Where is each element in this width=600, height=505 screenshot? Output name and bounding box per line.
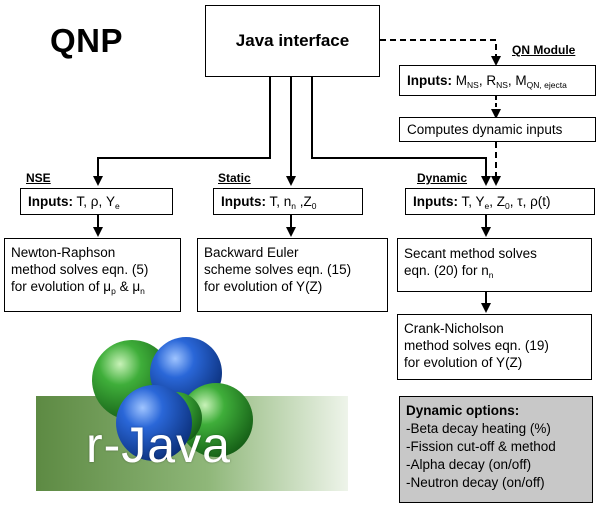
nse-mu-p: for evolution of μ bbox=[11, 279, 112, 294]
static-label: Static bbox=[218, 171, 251, 185]
nse-inputs-values: T, ρ, Y bbox=[76, 194, 115, 209]
arrow-java-qn bbox=[380, 39, 501, 66]
static-input-z: ,Z bbox=[296, 194, 312, 209]
static-sub-0: 0 bbox=[311, 201, 317, 211]
arrow-java-nse bbox=[93, 77, 271, 186]
option-neutron-decay: -Neutron decay (on/off) bbox=[406, 475, 545, 490]
qn-sub-ns: NS bbox=[467, 80, 479, 90]
static-method-box: Backward Euler scheme solves eqn. (15) f… bbox=[197, 238, 388, 312]
qn-module-label: QN Module bbox=[512, 43, 576, 57]
static-method-line-2: scheme solves eqn. (15) bbox=[204, 262, 352, 277]
static-method-line-1: Backward Euler bbox=[204, 245, 299, 260]
dynamic-inputs-box: Inputs: T, Ye, Z0, τ, ρ(t) bbox=[405, 188, 595, 215]
dynamic-options-box: Dynamic options: -Beta decay heating (%)… bbox=[399, 396, 593, 503]
option-alpha-decay: -Alpha decay (on/off) bbox=[406, 457, 532, 472]
qn-input-mqn: , M bbox=[507, 73, 527, 88]
nse-method-line-3: for evolution of μp & μn bbox=[11, 278, 180, 295]
static-method-line-3: for evolution of Y(Z) bbox=[204, 279, 323, 294]
dynamic-input-rest: , τ, ρ(t) bbox=[509, 194, 551, 209]
qn-sub-ejecta: QN, ejecta bbox=[526, 80, 567, 90]
nse-mu-n: & μ bbox=[115, 279, 141, 294]
r-java-logo: r-Java bbox=[36, 318, 348, 503]
nse-inputs-label: Inputs: bbox=[28, 194, 73, 209]
dynamic-options-title: Dynamic options: bbox=[406, 403, 520, 418]
nse-sub-n: n bbox=[140, 286, 145, 296]
crank-line-2: method solves eqn. (19) bbox=[404, 338, 549, 353]
dynamic-inputs-label: Inputs: bbox=[413, 194, 458, 209]
static-inputs-label: Inputs: bbox=[221, 194, 266, 209]
dynamic-input-z: , Z bbox=[489, 194, 506, 209]
crank-line-1: Crank-Nicholson bbox=[404, 321, 504, 336]
arrow-java-dynamic bbox=[311, 77, 491, 186]
sphere-green-right bbox=[179, 383, 253, 457]
nse-inputs-box: Inputs: T, ρ, Ye bbox=[20, 188, 173, 215]
qn-sub-ns2: NS bbox=[496, 80, 508, 90]
secant-line-2: eqn. (20) for nn bbox=[404, 262, 591, 279]
nse-label: NSE bbox=[26, 171, 51, 185]
nse-method-box: Newton-Raphson method solves eqn. (5) fo… bbox=[4, 238, 181, 312]
dynamic-sub-0: 0 bbox=[505, 201, 510, 211]
static-input-t: T, n bbox=[269, 194, 292, 209]
qn-inputs-label: Inputs: bbox=[407, 73, 452, 88]
nse-method-line-1: Newton-Raphson bbox=[11, 245, 116, 260]
crank-line-3: for evolution of Y(Z) bbox=[404, 355, 523, 370]
option-fission-cutoff: -Fission cut-off & method bbox=[406, 439, 556, 454]
qn-computes-label: Computes dynamic inputs bbox=[407, 122, 563, 137]
page-title: QNP bbox=[50, 22, 124, 59]
qn-computes-box: Computes dynamic inputs bbox=[399, 117, 596, 142]
qn-input-r: , R bbox=[478, 73, 497, 88]
qn-input-m: M bbox=[455, 73, 468, 88]
static-inputs-box: Inputs: T, nn ,Z0 bbox=[213, 188, 363, 215]
nse-sub-p: p bbox=[111, 286, 116, 296]
nse-sub-e: e bbox=[114, 201, 120, 211]
java-interface-box: Java interface bbox=[205, 5, 380, 77]
qn-inputs-box: Inputs: MNS, RNS, MQN, ejecta bbox=[399, 65, 596, 96]
nse-method-line-2: method solves eqn. (5) bbox=[11, 262, 149, 277]
dynamic-input-t: T, Y bbox=[461, 194, 485, 209]
secant-sub-n: n bbox=[488, 270, 494, 280]
dynamic-sub-e: e bbox=[484, 201, 490, 211]
static-sub-n: n bbox=[291, 201, 297, 211]
secant-eqn: eqn. (20) for n bbox=[404, 263, 489, 278]
option-beta-decay: -Beta decay heating (%) bbox=[406, 421, 551, 436]
sphere-blue-bottom bbox=[116, 385, 192, 461]
dynamic-label: Dynamic bbox=[417, 171, 468, 185]
dynamic-crank-box: Crank-Nicholson method solves eqn. (19) … bbox=[397, 314, 592, 380]
java-interface-label: Java interface bbox=[235, 31, 350, 50]
secant-line-1: Secant method solves bbox=[404, 246, 537, 261]
dynamic-secant-box: Secant method solves eqn. (20) for nn bbox=[397, 238, 592, 292]
logo-graphic bbox=[36, 337, 348, 491]
logo-text: r-Java bbox=[86, 417, 231, 473]
